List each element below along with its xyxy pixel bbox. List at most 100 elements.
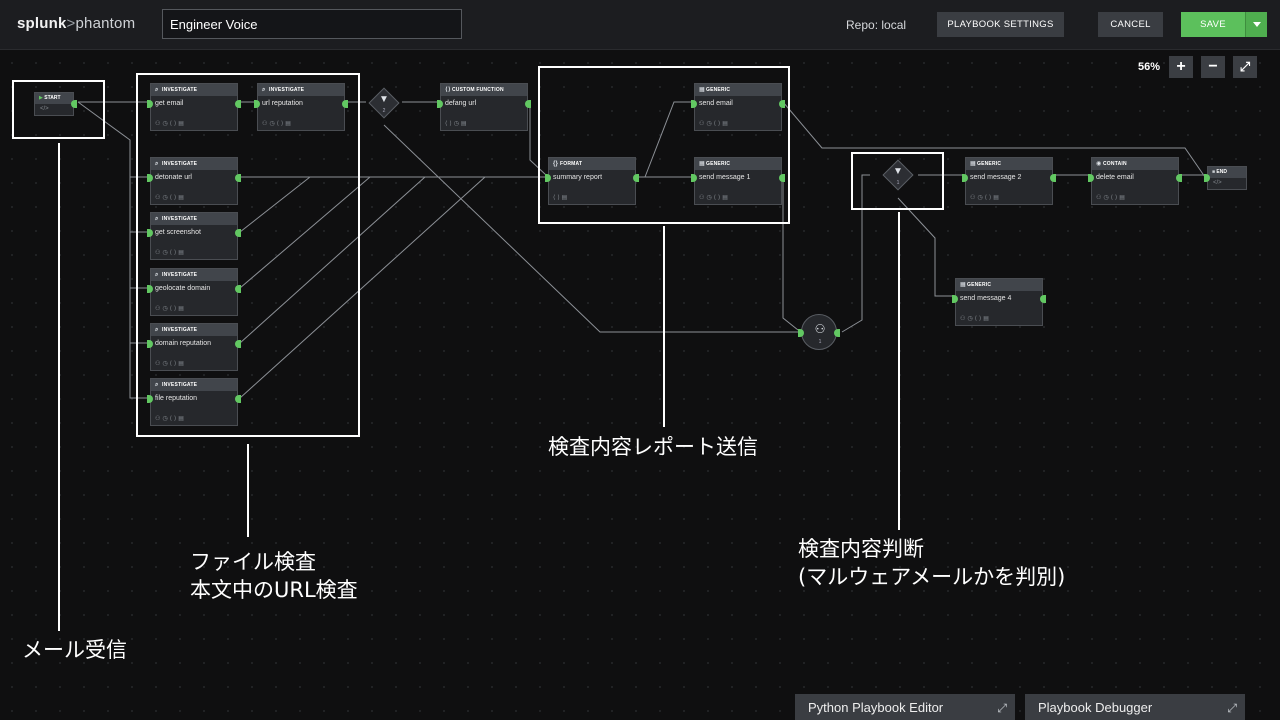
input-port[interactable] [147, 285, 153, 293]
node-send-message-2[interactable]: ▦GENERIC send message 2 ⚇◷⟨⟩▤ [962, 157, 1056, 205]
chevron-down-icon [1252, 21, 1261, 27]
node-title: send message 2 [970, 174, 1022, 181]
stop-icon: ■ [1212, 169, 1216, 175]
node-title: geolocate domain [155, 285, 211, 292]
end-node[interactable]: ■ END </> [1204, 166, 1247, 190]
playbook-name-input[interactable] [162, 9, 462, 39]
output-port[interactable] [1040, 295, 1046, 303]
output-port[interactable] [71, 100, 77, 108]
node-domain-reputation[interactable]: ⌕INVESTIGATE domain reputation ⚇◷⟨⟩▤ [147, 323, 241, 371]
expand-icon[interactable]: ⤢ [1227, 701, 1237, 715]
node-toolbar-icons: ⚇◷⟨⟩▤ [155, 250, 186, 256]
node-type: FORMAT [560, 161, 583, 167]
node-title: detonate url [155, 174, 192, 181]
node-send-message-4[interactable]: ▦GENERIC send message 4 ⚇◷⟨⟩▤ [952, 278, 1046, 326]
output-port[interactable] [525, 100, 531, 108]
decision-node-2[interactable]: ▼ 1 [882, 159, 914, 191]
highlight-decision [851, 152, 944, 210]
input-port[interactable] [254, 100, 260, 108]
input-port[interactable] [147, 174, 153, 182]
input-port[interactable] [1088, 174, 1094, 182]
prompt-node[interactable]: ⚇ 1 [798, 314, 840, 350]
input-port[interactable] [798, 329, 804, 337]
node-type: INVESTIGATE [269, 87, 305, 93]
callout-line-report [663, 226, 665, 427]
grid-icon: ▦ [699, 161, 705, 167]
input-port[interactable] [952, 295, 958, 303]
debugger-label: Playbook Debugger [1038, 700, 1153, 715]
output-port[interactable] [779, 100, 785, 108]
decision-number: 2 [382, 108, 386, 114]
search-icon: ⌕ [155, 87, 159, 93]
node-detonate-url[interactable]: ⌕INVESTIGATE detonate url ⚇◷⟨⟩▤ [147, 157, 241, 205]
node-get-email[interactable]: ⌕INVESTIGATE get email ⚇◷⟨⟩▤ [147, 83, 241, 131]
node-type: INVESTIGATE [162, 382, 198, 388]
input-port[interactable] [147, 100, 153, 108]
input-port[interactable] [691, 174, 697, 182]
filter-icon: ▼ [893, 166, 903, 177]
start-node[interactable]: ▶ START </> [34, 92, 77, 116]
callout-line-mail [58, 143, 60, 631]
fit-to-screen-button[interactable]: ⤢ [1233, 56, 1257, 78]
braces-icon: {} [553, 161, 559, 167]
node-title: summary report [553, 174, 603, 181]
search-icon: ⌕ [155, 327, 159, 333]
node-delete-email[interactable]: ◉CONTAIN delete email ⚇◷⟨⟩▤ [1088, 157, 1182, 205]
cancel-button[interactable]: CANCEL [1098, 12, 1163, 37]
debugger-tab[interactable]: Playbook Debugger ⤢ [1025, 694, 1245, 720]
save-button[interactable]: SAVE [1181, 12, 1245, 37]
node-type: GENERIC [967, 282, 992, 288]
node-type: INVESTIGATE [162, 87, 198, 93]
input-port[interactable] [147, 395, 153, 403]
output-port[interactable] [779, 174, 785, 182]
node-send-email[interactable]: ▦GENERIC send email ⚇◷⟨⟩▤ [691, 83, 785, 131]
node-url-reputation[interactable]: ⌕INVESTIGATE url reputation ⚇◷⟨⟩▤ [254, 83, 348, 131]
node-toolbar-icons: ⚇◷⟨⟩▤ [262, 121, 293, 127]
node-defang-url[interactable]: ⟨⟩CUSTOM FUNCTION defang url ⟨⟩◷▤ [437, 83, 531, 131]
input-port[interactable] [1204, 174, 1210, 182]
input-port[interactable] [147, 229, 153, 237]
playbook-settings-button[interactable]: PLAYBOOK SETTINGS [937, 12, 1064, 37]
node-geolocate-domain[interactable]: ⌕INVESTIGATE geolocate domain ⚇◷⟨⟩▤ [147, 268, 241, 316]
output-port[interactable] [834, 329, 840, 337]
input-port[interactable] [545, 174, 551, 182]
output-port[interactable] [633, 174, 639, 182]
zoom-in-button[interactable]: + [1169, 56, 1193, 78]
grid-icon: ▦ [960, 282, 966, 288]
node-type: GENERIC [706, 161, 731, 167]
output-port[interactable] [235, 340, 241, 348]
python-editor-tab[interactable]: Python Playbook Editor ⤢ [795, 694, 1015, 720]
output-port[interactable] [235, 229, 241, 237]
input-port[interactable] [147, 340, 153, 348]
output-port[interactable] [1050, 174, 1056, 182]
app-logo: splunk>phantom [17, 15, 135, 32]
node-get-screenshot[interactable]: ⌕INVESTIGATE get screenshot ⚇◷⟨⟩▤ [147, 212, 241, 260]
input-port[interactable] [691, 100, 697, 108]
node-send-message-1[interactable]: ▦GENERIC send message 1 ⚇◷⟨⟩▤ [691, 157, 785, 205]
node-type: INVESTIGATE [162, 161, 198, 167]
zoom-out-button[interactable]: − [1201, 56, 1225, 78]
save-options-dropdown[interactable] [1245, 12, 1267, 37]
node-title: delete email [1096, 174, 1134, 181]
highlight-start [12, 80, 105, 139]
node-title: send message 4 [960, 295, 1012, 302]
output-port[interactable] [235, 100, 241, 108]
input-port[interactable] [962, 174, 968, 182]
output-port[interactable] [1176, 174, 1182, 182]
input-port[interactable] [437, 100, 443, 108]
node-type: CUSTOM FUNCTION [452, 87, 504, 93]
output-port[interactable] [342, 100, 348, 108]
decision-node-1[interactable]: ▼ 2 [368, 87, 400, 119]
node-type: INVESTIGATE [162, 272, 198, 278]
node-toolbar-icons: ⚇◷⟨⟩▤ [960, 316, 991, 322]
output-port[interactable] [235, 174, 241, 182]
expand-icon[interactable]: ⤢ [997, 701, 1007, 715]
output-port[interactable] [235, 395, 241, 403]
output-port[interactable] [235, 285, 241, 293]
node-toolbar-icons: ⚇◷⟨⟩▤ [155, 121, 186, 127]
node-summary-report[interactable]: {}FORMAT summary report ⟨⟩▤ [545, 157, 639, 205]
annotation-judge-detail: (マルウェアメールかを判別) [798, 565, 1066, 589]
node-title: get email [155, 100, 184, 107]
node-file-reputation[interactable]: ⌕INVESTIGATE file reputation ⚇◷⟨⟩▤ [147, 378, 241, 426]
annotation-report-send: 検査内容レポート送信 [548, 435, 758, 459]
